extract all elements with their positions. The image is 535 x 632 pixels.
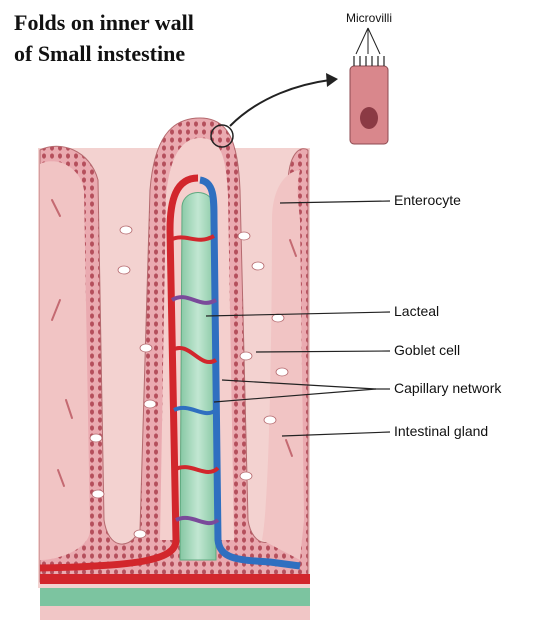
- goblet-cells: [89, 225, 289, 539]
- lamina-propria-left: [40, 161, 90, 560]
- label-capillary-network: Capillary network: [394, 380, 502, 396]
- submucosa-base: [40, 606, 310, 620]
- vein: [199, 176, 301, 570]
- enterocyte-highlight-circle: [210, 124, 234, 148]
- label-goblet-cell: Goblet cell: [394, 342, 461, 358]
- title-line-1: Folds on inner wall: [14, 10, 194, 35]
- leader-lines: [205, 200, 391, 437]
- capillary-network: [169, 234, 220, 526]
- submucosa-artery: [40, 574, 310, 584]
- fibroblasts: [51, 199, 297, 487]
- label-lacteal: Lacteal: [394, 303, 440, 319]
- label-intestinal-gland: Intestinal gland: [394, 423, 489, 439]
- callout-arrowhead: [326, 73, 338, 87]
- lacteal: [179, 192, 217, 561]
- enterocyte-inset: [349, 27, 389, 145]
- submucosa-lymph: [40, 588, 310, 606]
- title-line-2: of Small instestine: [14, 41, 186, 66]
- callout-arrow: [229, 79, 331, 127]
- label-enterocyte: Enterocyte: [394, 192, 461, 208]
- lamina-propria-right: [262, 170, 304, 560]
- label-microvilli: Microvilli: [346, 11, 392, 25]
- artery: [39, 174, 199, 572]
